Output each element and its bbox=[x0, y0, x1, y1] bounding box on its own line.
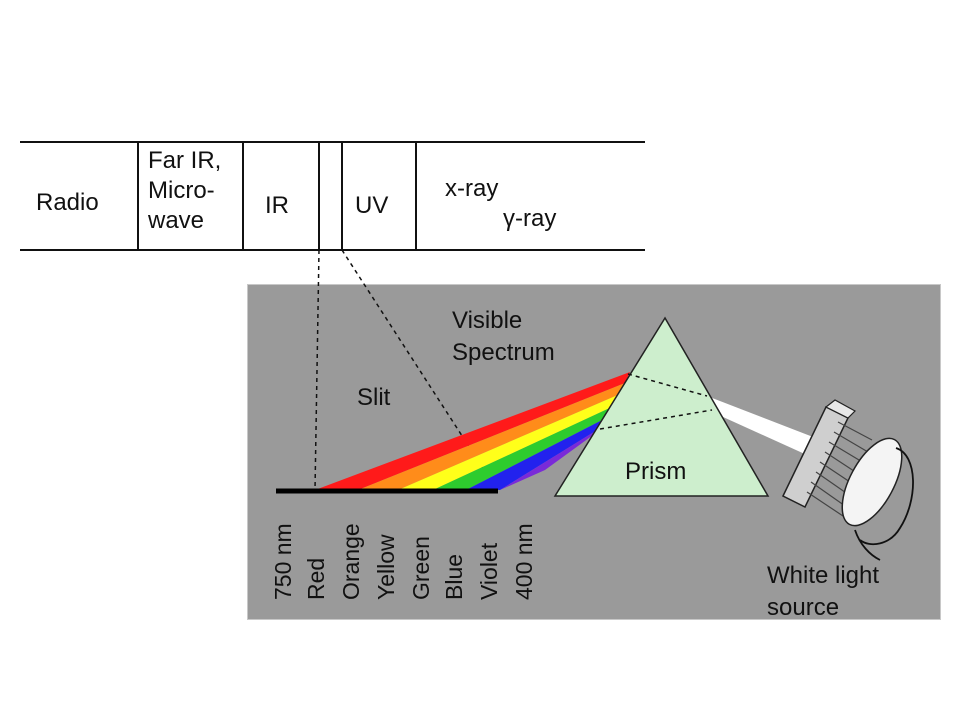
prism-label: Prism bbox=[625, 458, 687, 485]
label-750nm: 750 nm bbox=[270, 523, 296, 600]
visible-spectrum-line-1: Visible bbox=[452, 307, 523, 334]
white-light-beam bbox=[707, 396, 826, 460]
white-light-source-line-1: White light bbox=[767, 562, 880, 589]
label-400nm: 400 nm bbox=[511, 523, 537, 600]
band-blue bbox=[466, 417, 608, 490]
label-orange: Orange bbox=[338, 523, 364, 600]
lamp-icon bbox=[782, 399, 914, 561]
band-yellow bbox=[398, 394, 620, 490]
label-violet: Violet bbox=[476, 542, 502, 600]
white-light-source-line-2: source bbox=[767, 594, 840, 621]
band-uv-label: UV bbox=[355, 192, 389, 219]
label-blue: Blue bbox=[441, 553, 467, 600]
projection-line-left bbox=[314, 249, 320, 491]
visible-spectrum-line-2: Spectrum bbox=[452, 339, 555, 366]
label-green: Green bbox=[408, 536, 434, 600]
band-gamma-label: γ-ray bbox=[503, 205, 557, 232]
band-red bbox=[315, 372, 630, 490]
prism-path-bottom bbox=[599, 409, 713, 430]
band-far-ir-line-3: wave bbox=[148, 207, 205, 234]
band-orange bbox=[358, 383, 625, 490]
visible-spectrum-label: Visible Spectrum bbox=[452, 305, 555, 369]
band-far-ir-label: Far IR, Micro- wave bbox=[148, 146, 221, 236]
band-far-ir-line-1: Far IR, bbox=[148, 147, 222, 174]
band-green bbox=[433, 406, 614, 490]
label-red: Red bbox=[303, 557, 329, 600]
band-far-ir-line-2: Micro- bbox=[148, 177, 215, 204]
white-light-source-label: White light source bbox=[767, 560, 879, 624]
band-ir-label: IR bbox=[265, 192, 289, 219]
band-violet bbox=[500, 427, 602, 490]
label-yellow: Yellow bbox=[373, 534, 399, 600]
band-xray-label: x-ray bbox=[445, 175, 499, 202]
prism-triangle bbox=[553, 316, 770, 497]
spectrum-band-table bbox=[20, 141, 645, 251]
band-radio-label: Radio bbox=[36, 189, 99, 216]
slit-label: Slit bbox=[357, 384, 391, 411]
prism-path-top bbox=[627, 373, 708, 397]
